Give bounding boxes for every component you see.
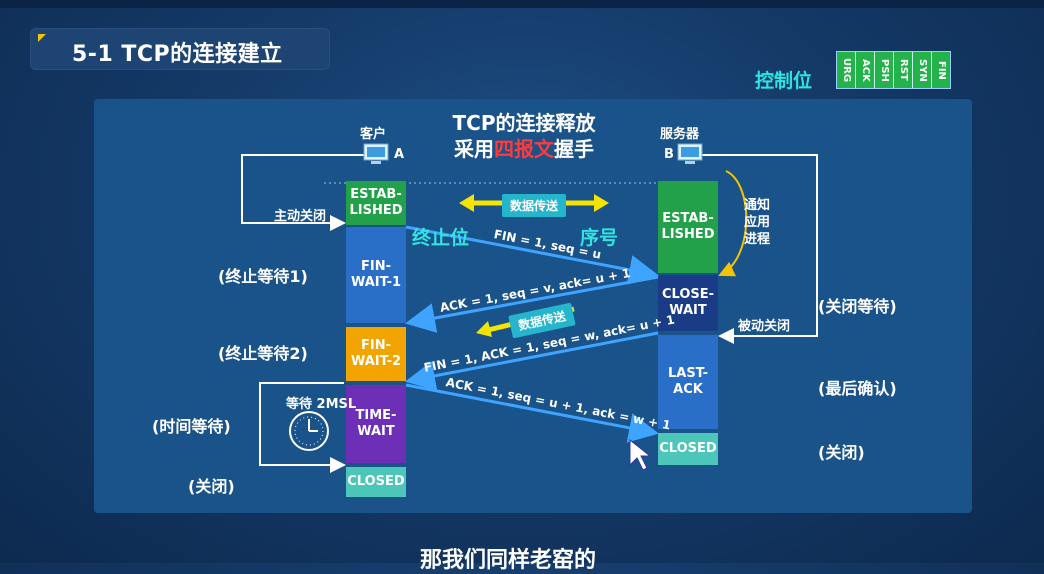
slide-title: 5-1 TCP的连接建立	[72, 42, 283, 67]
client-letter: A	[394, 147, 405, 162]
notify-app-line-2: 应用	[744, 215, 771, 230]
seq-label: 序号	[580, 227, 619, 249]
passive-close-line	[702, 154, 818, 344]
client-label: 客户	[360, 127, 387, 142]
client-computer-icon	[363, 143, 389, 164]
fin2-arrow	[405, 331, 659, 391]
active-close-label: 主动关闭	[274, 209, 327, 224]
server-state-established	[658, 181, 718, 273]
data-transfer-callout-top: 数据传送	[502, 194, 567, 217]
wait-2msl-label: 等待 2MSL	[286, 397, 357, 412]
control-bit-fin: FIN	[932, 52, 950, 88]
diagram-heading-line2: 采用四报文握手	[374, 133, 674, 162]
server-label: 服务器	[660, 127, 700, 142]
control-bits-table: URG ACK PSH RST SYN FIN	[836, 51, 951, 89]
notify-app-arrow	[718, 170, 748, 277]
fin-bit-label: 终止位	[412, 227, 470, 249]
server-close-wait-text: CLOSE- WAIT	[661, 287, 715, 318]
client-state-fin-wait-1	[346, 227, 406, 323]
server-letter: B	[664, 147, 674, 162]
mouse-cursor-icon	[629, 438, 652, 471]
heading-suffix: 握手	[554, 137, 594, 161]
client-fin-wait-1-text: FIN- WAIT-1	[350, 259, 402, 290]
client-state-closed	[346, 467, 406, 497]
client-time-wait-text: TIME- WAIT	[355, 408, 397, 439]
active-close-line	[241, 154, 364, 231]
control-bit-urg: URG	[837, 52, 856, 88]
server-state-last-ack	[658, 335, 718, 429]
wait-2msl-line	[259, 382, 346, 473]
notify-app-line-1: 通知	[744, 198, 771, 213]
control-bit-ack: ACK	[856, 52, 875, 88]
client-note-time-wait: (时间等待)	[152, 417, 231, 436]
client-note-fin-wait-1: (终止等待1)	[218, 267, 308, 286]
client-closed-text: CLOSED	[347, 474, 405, 489]
clock-icon	[289, 411, 329, 451]
server-last-ack-text: LAST- ACK	[667, 366, 709, 397]
passive-close-label: 被动关闭	[738, 319, 791, 334]
heading-highlight: 四报文	[494, 137, 554, 161]
tcp-release-diagram	[241, 143, 818, 497]
client-state-time-wait	[346, 385, 406, 463]
server-note-close-wait: (关闭等待)	[818, 297, 897, 316]
server-closed-text: CLOSED	[659, 441, 717, 456]
top-strip	[0, 0, 1044, 8]
ack1-arrow	[405, 275, 659, 333]
fin1-arrow	[405, 225, 659, 285]
video-subtitle: 那我们同样老窑的	[420, 548, 597, 573]
control-bit-psh: PSH	[875, 52, 894, 88]
server-note-last-ack: (最后确认)	[818, 379, 897, 398]
server-state-closed	[658, 433, 718, 465]
server-note-closed: (关闭)	[818, 443, 865, 462]
diagram-panel: TCP的连接释放 采用四报文握手 客户 A 服务器 B 主动关闭 被动关闭 通知…	[94, 99, 972, 513]
control-bit-syn: SYN	[913, 52, 932, 88]
client-note-fin-wait-2: (终止等待2)	[218, 344, 308, 363]
server-established-text: ESTAB- LISHED	[661, 211, 715, 242]
server-computer-icon	[677, 143, 703, 164]
control-bits-label: 控制位	[755, 70, 813, 92]
slide-title-bar: 5-1 TCP的连接建立	[30, 28, 330, 70]
client-established-text: ESTAB- LISHED	[349, 187, 403, 218]
client-state-established	[346, 181, 406, 225]
client-fin-wait-2-text: FIN- WAIT-2	[350, 338, 402, 369]
heading-prefix: 采用	[454, 137, 494, 161]
notify-app-label: 通知 应用 进程	[744, 197, 770, 248]
client-note-closed: (关闭)	[188, 477, 235, 496]
title-corner-mark	[38, 34, 46, 42]
server-state-close-wait	[658, 275, 718, 331]
diagram-heading-line1: TCP的连接释放	[452, 111, 596, 135]
ack2-arrow	[405, 383, 659, 443]
control-bit-rst: RST	[894, 52, 913, 88]
client-state-fin-wait-2	[346, 327, 406, 381]
notify-app-line-3: 进程	[744, 232, 771, 247]
